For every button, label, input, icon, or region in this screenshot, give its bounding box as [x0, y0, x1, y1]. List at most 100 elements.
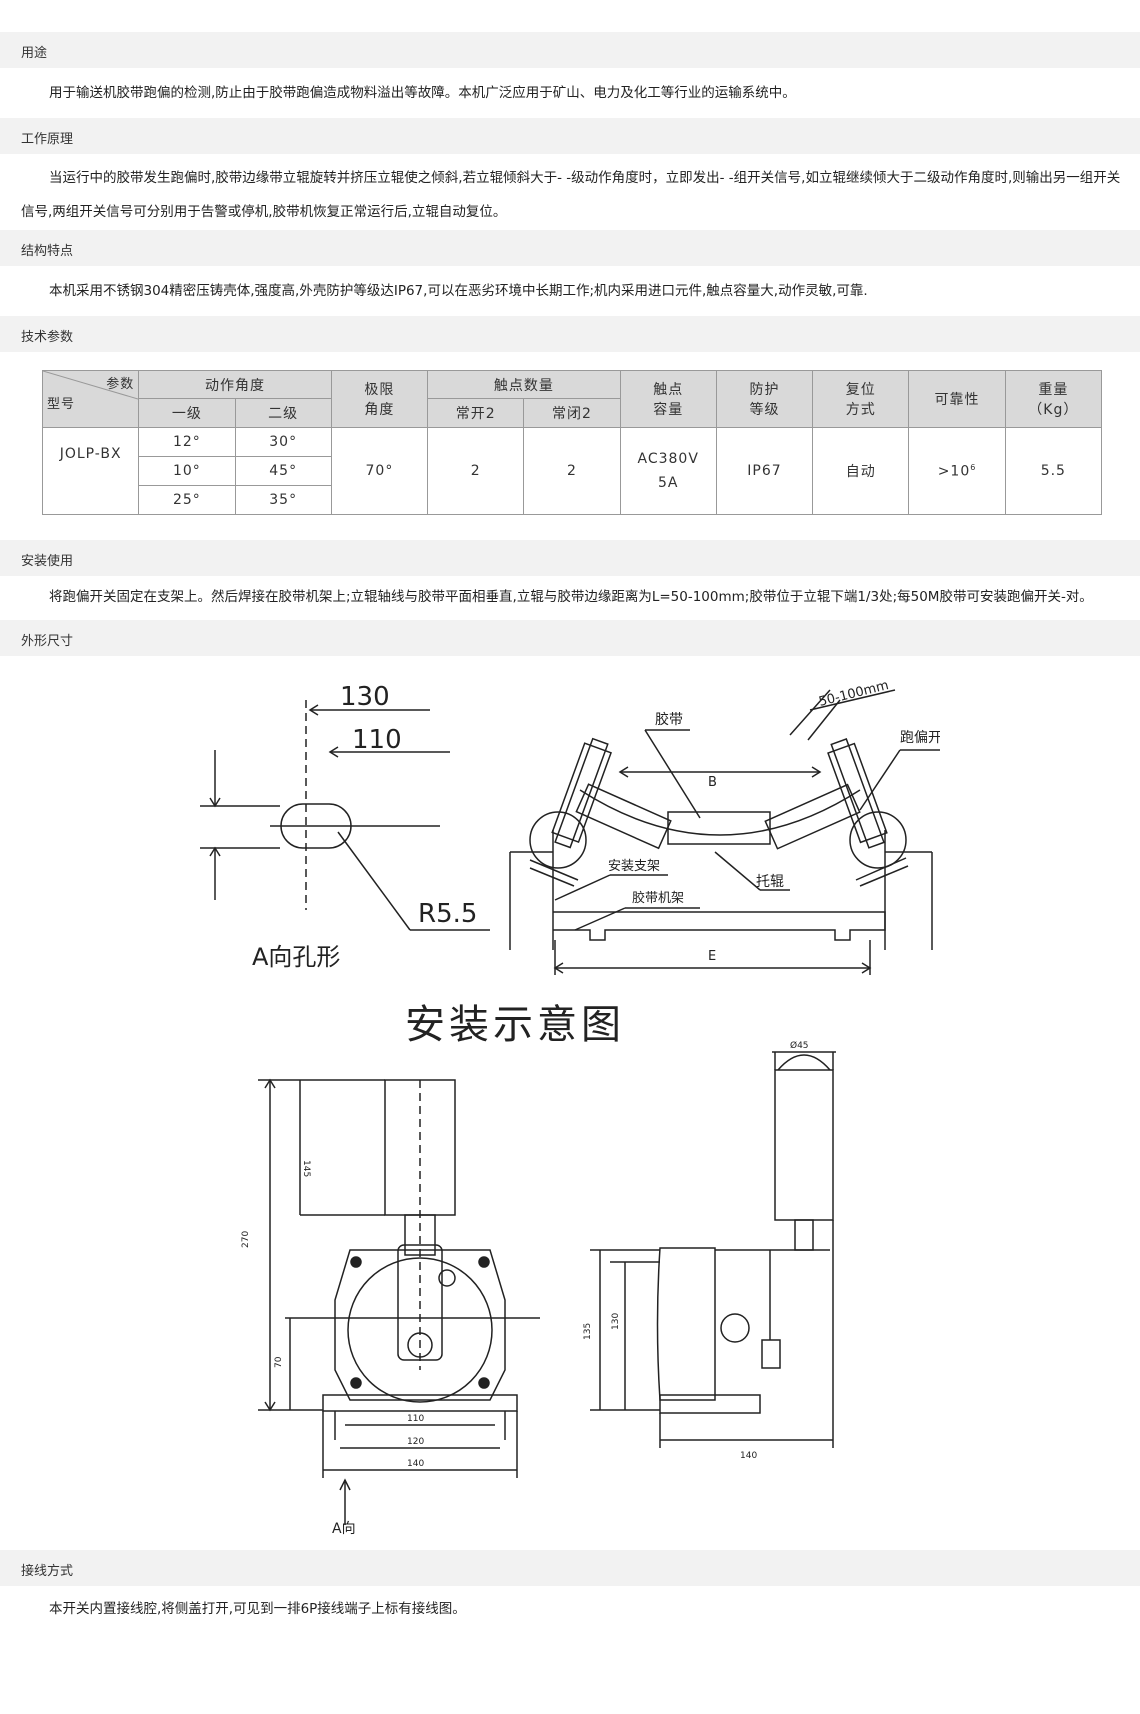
- protection-cell: IP67: [715, 427, 814, 515]
- dim-d45-label: Ø45: [790, 1040, 809, 1051]
- idler-label: 托辊: [756, 874, 784, 890]
- roller-side: [774, 1069, 834, 1221]
- dimension-drawing: 130 110 R5.5 A向孔形 胶带 跑偏开关 50-100mm B 安装支…: [200, 678, 940, 1537]
- corner-cell: 参数 型号: [41, 370, 140, 428]
- side-pivot: [720, 1313, 750, 1343]
- header-level1: 一级: [138, 398, 236, 428]
- level1-cell: 12°: [138, 427, 236, 457]
- level2-cell: 45°: [234, 456, 332, 486]
- wiring-text: 本开关内置接线腔,将侧盖打开,可见到一排6P接线端子上标有接线图。: [49, 1601, 466, 1617]
- dim-110-front-label: 110: [407, 1414, 424, 1424]
- section-header-params: 技术参数: [0, 316, 1140, 352]
- belt-curve: [579, 789, 861, 836]
- housing-face: [347, 1257, 493, 1403]
- no-cell: 2: [427, 427, 525, 515]
- gap-dim-line: [809, 689, 896, 711]
- dim-120-front-label: 120: [407, 1437, 424, 1447]
- level1-cell: 10°: [138, 456, 236, 486]
- corner-param-label: 参数: [106, 377, 135, 392]
- header-normally-closed: 常闭2: [523, 398, 621, 428]
- radius-label: R5.5: [418, 899, 477, 929]
- spec-table: 参数 型号 动作角度 极限角度 触点数量 触点容量 防护等级 复位方式 可靠性 …: [41, 370, 1103, 515]
- header-level2: 二级: [234, 398, 332, 428]
- right-idler: [764, 783, 861, 850]
- base-side: [659, 1394, 761, 1414]
- center-idler: [667, 811, 771, 845]
- section-title: 用途: [21, 46, 48, 61]
- dim-140-side-label: 140: [740, 1451, 757, 1461]
- header-reliability: 可靠性: [908, 370, 1006, 428]
- header-contacts: 触点数量: [427, 370, 621, 399]
- install-diagram-title: 安装示意图: [405, 1002, 625, 1048]
- structure-text: 本机采用不锈钢304精密压铸壳体,强度高,外壳防护等级达IP67,可以在恶劣环境…: [49, 283, 868, 299]
- bracket-leader: [554, 874, 611, 901]
- level2-cell: 30°: [234, 427, 332, 457]
- section-header-structure: 结构特点: [0, 230, 1140, 266]
- level1-cell: 25°: [138, 485, 236, 515]
- dim-110-label: 110: [352, 725, 402, 755]
- nc-cell: 2: [523, 427, 621, 515]
- dim-145-label: 145: [301, 1160, 311, 1177]
- section-header-wiring: 接线方式: [0, 1550, 1140, 1586]
- section-header-dimensions: 外形尺寸: [0, 620, 1140, 656]
- header-weight: 重量（Kg）: [1004, 370, 1103, 428]
- dim-135-label: 135: [583, 1323, 593, 1340]
- section-title: 技术参数: [21, 330, 74, 345]
- header-action-angle: 动作角度: [138, 370, 332, 399]
- corner-diagonal: [43, 371, 138, 400]
- frame-label: 胶带机架: [632, 890, 684, 906]
- reset-cell: 自动: [812, 427, 910, 515]
- switch-label: 跑偏开关: [900, 730, 940, 746]
- header-reset: 复位方式: [812, 370, 910, 428]
- dim-110-arrow: [328, 746, 339, 758]
- lever-arm: [397, 1244, 443, 1361]
- a-direction-label: A向: [332, 1521, 356, 1537]
- limit-cell: 70°: [330, 427, 429, 515]
- corner-model-label: 型号: [47, 397, 76, 412]
- header-normally-open: 常开2: [427, 398, 525, 428]
- shaft-front: [404, 1214, 436, 1256]
- dim-70-label: 70: [274, 1356, 284, 1368]
- section-header-principle: 工作原理: [0, 118, 1140, 154]
- level2-cell: 35°: [234, 485, 332, 515]
- dim-140-front-label: 140: [407, 1459, 424, 1469]
- install-text: 将跑偏开关固定在支架上。然后焊接在胶带机架上;立辊轴线与胶带平面相垂直,立辊与胶…: [49, 589, 1093, 605]
- bracket-label: 安装支架: [608, 859, 660, 874]
- gap-label: 50-100mm: [817, 678, 890, 710]
- idler-leader: [714, 851, 761, 891]
- header-protection: 防护等级: [715, 370, 814, 428]
- base-front: [322, 1394, 518, 1412]
- section-title: 工作原理: [21, 132, 74, 147]
- housing-side: [656, 1247, 716, 1401]
- dim-b-label: B: [708, 775, 717, 790]
- dim-e-label: E: [708, 949, 716, 964]
- section-title: 接线方式: [21, 1564, 74, 1579]
- conveyor-frame: [553, 911, 886, 941]
- left-idler: [575, 783, 672, 850]
- principle-text: 当运行中的胶带发生跑偏时,胶带边缘带立辊旋转并挤压立辊使之倾斜,若立辊倾斜大于-…: [21, 170, 1121, 220]
- section-header-install: 安装使用: [0, 540, 1140, 576]
- housing-front: [334, 1249, 506, 1401]
- weight-cell: 5.5: [1004, 427, 1103, 515]
- lever-pivot: [407, 1332, 433, 1358]
- header-limit: 极限角度: [330, 370, 429, 428]
- left-switch-body: [529, 811, 587, 869]
- section-header-usage: 用途: [0, 32, 1140, 68]
- section-title: 结构特点: [21, 244, 74, 259]
- model-cell: JOLP-BX: [41, 427, 140, 515]
- usage-text: 用于输送机胶带跑偏的检测,防止由于胶带跑偏造成物料溢出等故障。本机广泛应用于矿山…: [49, 85, 796, 101]
- hole-caption: A向孔形: [252, 943, 340, 971]
- section-title: 安装使用: [21, 554, 74, 569]
- radius-leader: [337, 831, 411, 931]
- dim-130-arrow: [308, 704, 319, 716]
- belt-label: 胶带: [655, 711, 683, 728]
- dim-130-side-label: 130: [611, 1313, 621, 1330]
- reliability-cell: >106: [908, 427, 1006, 515]
- dim-270-label: 270: [241, 1231, 251, 1248]
- left-vertical-roller: [551, 742, 612, 843]
- switch-leader: [859, 749, 901, 811]
- dim-130-label: 130: [340, 682, 390, 712]
- belt-leader: [644, 729, 701, 819]
- frame-leader: [574, 907, 626, 931]
